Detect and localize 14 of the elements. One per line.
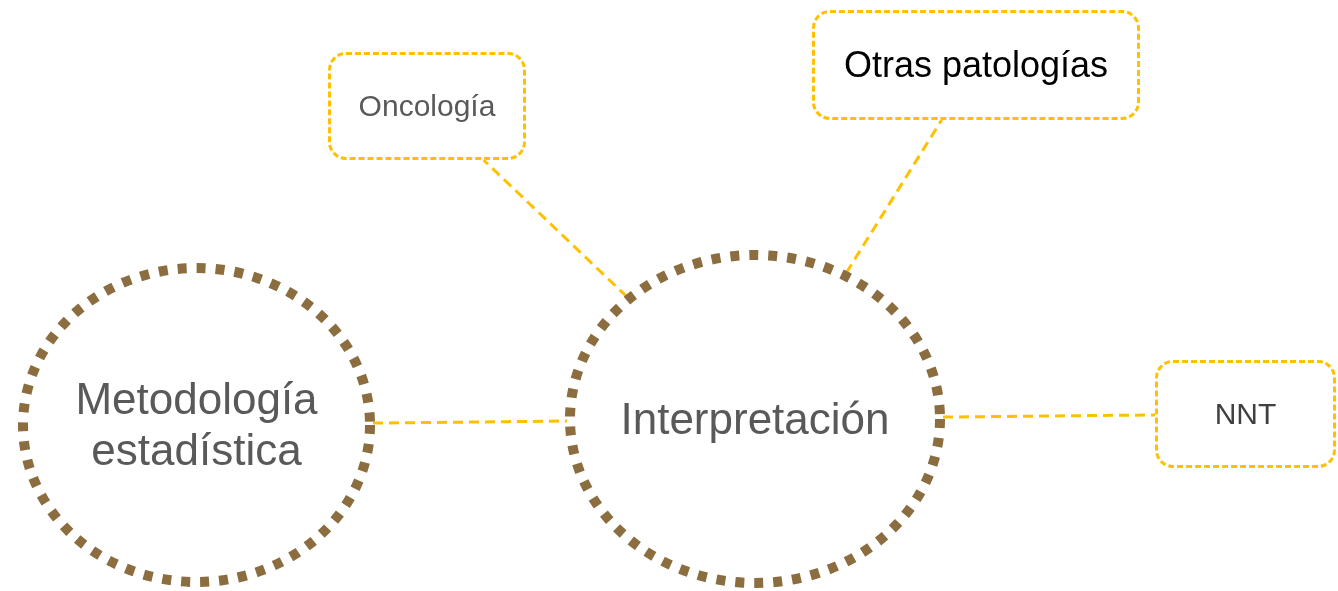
topic-box — [1155, 360, 1336, 468]
connector-line — [372, 419, 568, 425]
node-label: Oncología — [358, 88, 496, 124]
node-label: Interpretación — [619, 393, 891, 445]
node-label: Metodología estadística — [74, 374, 319, 476]
dotted-circle — [565, 250, 945, 588]
topic-box — [812, 10, 1140, 120]
connector-line — [844, 119, 943, 274]
connector-line — [942, 413, 1155, 419]
node-label: Otras patologías — [843, 44, 1109, 86]
connector-line — [482, 158, 628, 298]
topic-box — [328, 52, 526, 160]
dotted-circle — [18, 263, 375, 587]
node-label: NNT — [1214, 396, 1277, 432]
